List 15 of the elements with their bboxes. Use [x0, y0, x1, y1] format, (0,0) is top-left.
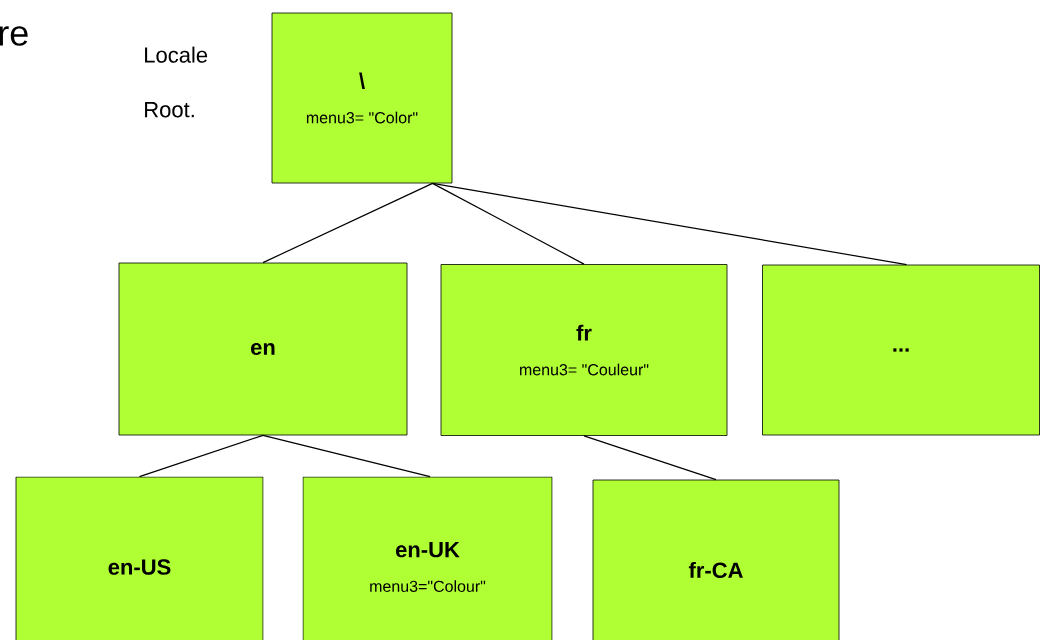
connector-line: [262, 182, 434, 264]
locale-box: fr-CA: [592, 479, 840, 640]
heading-text: re: [0, 26, 28, 46]
locale-box: fr menu3= "Couleur": [440, 264, 728, 436]
caption-text: Locale Root.: [145, 46, 208, 118]
connector-line: [262, 434, 431, 478]
connector-line: [431, 182, 908, 266]
connector-line: [583, 435, 717, 481]
locale-box: \ menu3= "Color": [271, 12, 453, 184]
connector-line: [138, 434, 264, 478]
connector-line: [431, 182, 585, 265]
locale-box: en-UK menu3="Colour": [302, 476, 553, 640]
locale-box: en-US: [15, 476, 264, 640]
locale-box: ...: [762, 264, 1040, 436]
locale-box: en: [118, 262, 408, 436]
